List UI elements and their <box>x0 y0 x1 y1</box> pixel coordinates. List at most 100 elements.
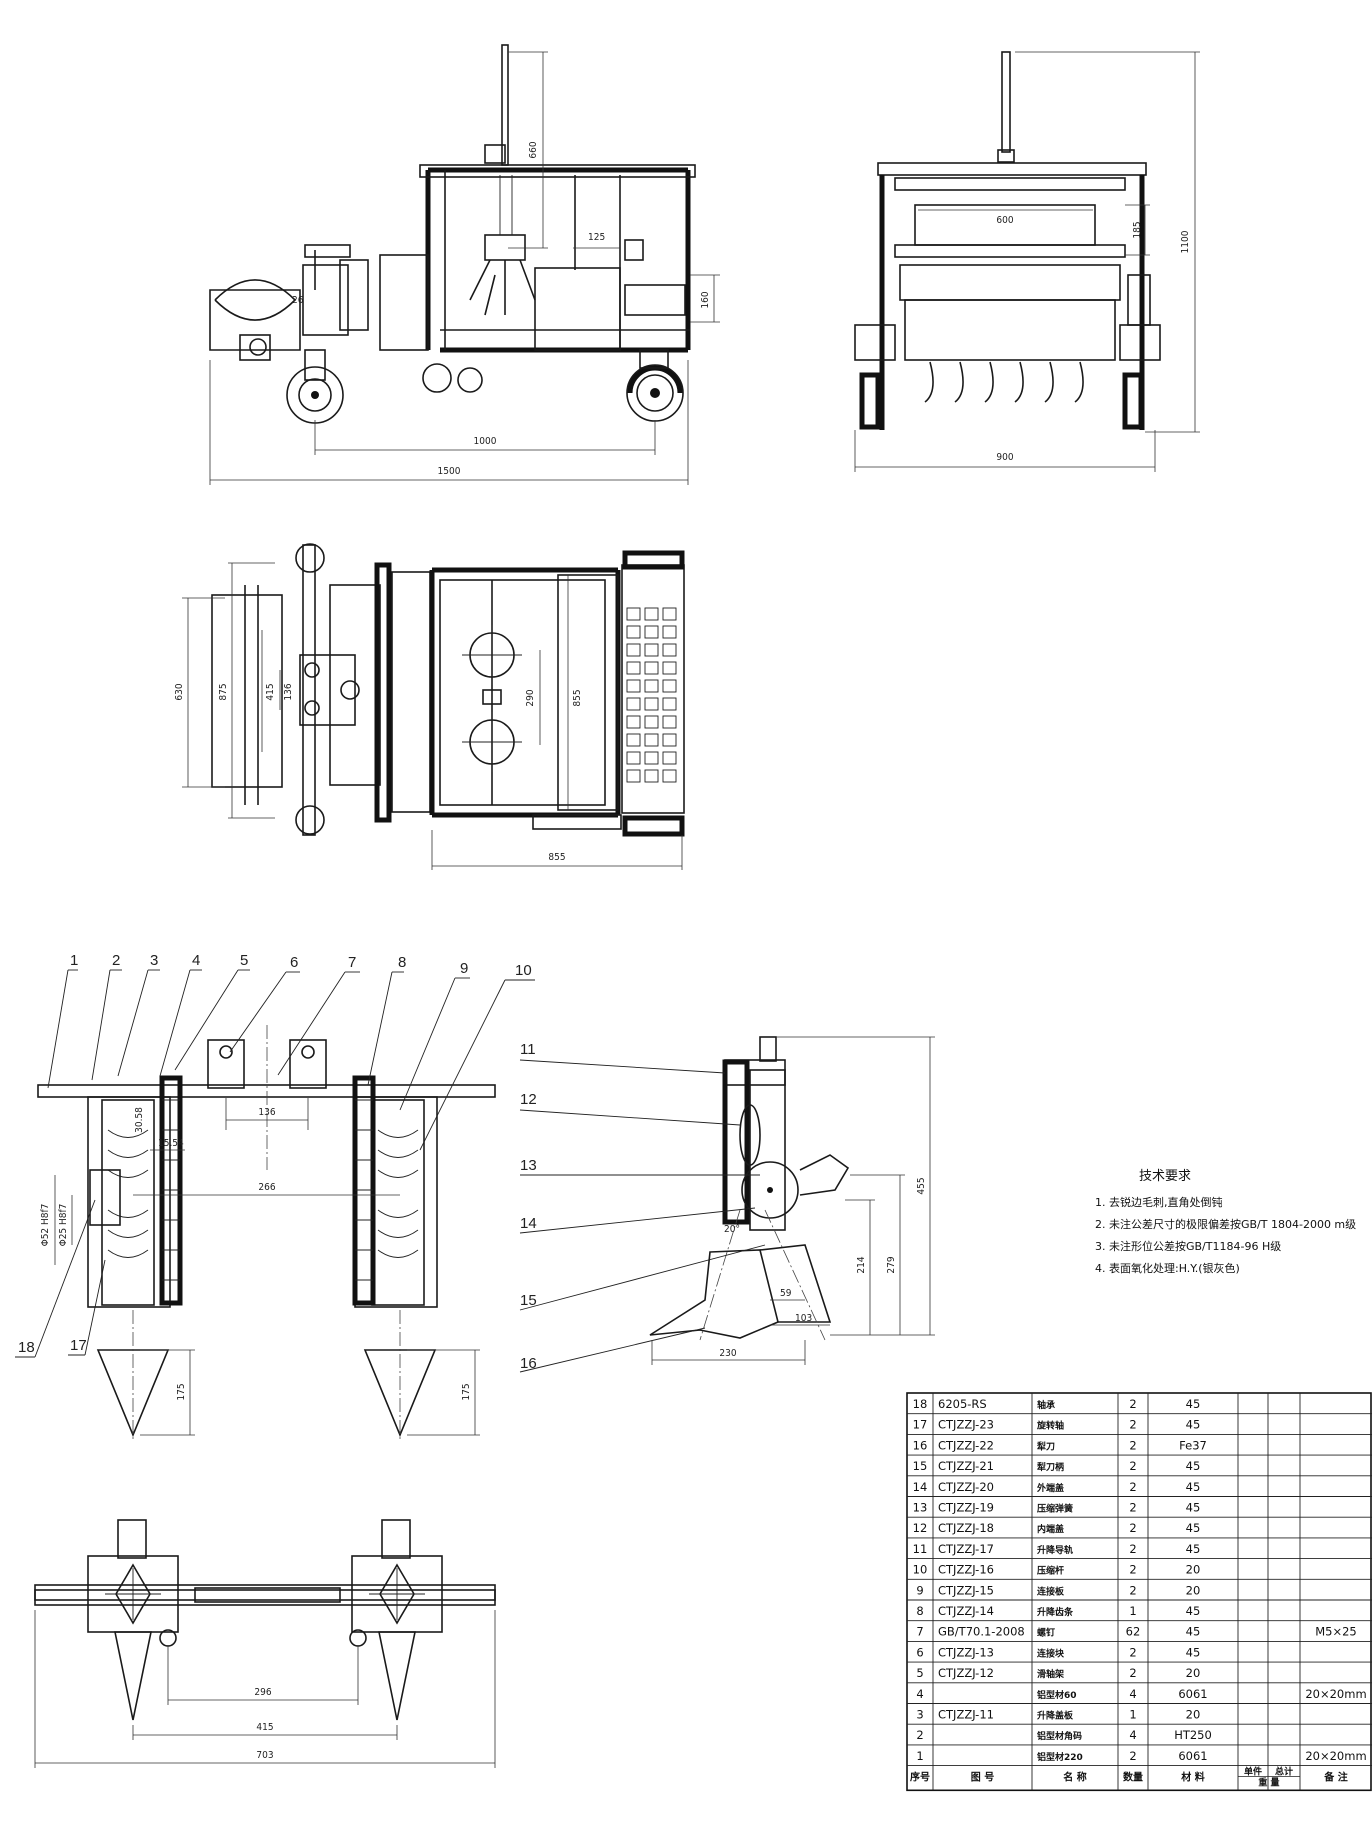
table-cell-code: CTJZZJ-15 <box>938 1583 994 1597</box>
dim-296: 296 <box>254 1687 271 1698</box>
table-cell-qty: 2 <box>1129 1501 1136 1515</box>
dim-136-detail: 136 <box>258 1107 275 1118</box>
dim-660: 660 <box>528 141 539 158</box>
table-cell-note: M5×25 <box>1315 1625 1357 1639</box>
table-cell-material: 45 <box>1186 1645 1201 1659</box>
dim-875: 875 <box>218 683 229 700</box>
table-cell-qty: 2 <box>1129 1397 1136 1411</box>
table-cell-material: 20 <box>1186 1583 1201 1597</box>
leader-6: 6 <box>290 954 298 971</box>
detail-side-view: 11 12 13 14 15 16 20° 455 214 279 59 103 <box>519 1036 935 1373</box>
table-cell-name: 外端盖 <box>1036 1482 1064 1494</box>
leader-12: 12 <box>520 1091 537 1108</box>
dim-phi52: Φ52 H8f7 <box>40 1204 51 1247</box>
detail-side-leaders: 11 12 13 14 15 16 <box>519 1041 766 1373</box>
table-cell-note: 20×20mm <box>1305 1749 1366 1763</box>
leader-10: 10 <box>515 962 532 979</box>
table-header-qty: 数量 <box>1123 1771 1143 1784</box>
requirement-3: 3. 未注形位公差按GB/T1184-96 H级 <box>1095 1239 1281 1253</box>
table-cell-qty: 62 <box>1126 1625 1141 1639</box>
table-cell-no: 2 <box>916 1728 923 1742</box>
parts-table-border <box>906 1392 1372 1792</box>
table-cell-no: 7 <box>916 1625 923 1639</box>
table-cell-qty: 2 <box>1129 1521 1136 1535</box>
table-cell-material: 6061 <box>1178 1749 1207 1763</box>
table-header-name: 名 称 <box>1063 1771 1086 1784</box>
table-cell-material: 45 <box>1186 1625 1201 1639</box>
table-cell-material: 45 <box>1186 1604 1201 1618</box>
leader-16: 16 <box>520 1355 537 1372</box>
table-header-total-weight: 总计 <box>1275 1766 1293 1778</box>
dim-phi25: Φ25 H8f7 <box>58 1204 69 1247</box>
table-cell-qty: 2 <box>1129 1645 1136 1659</box>
top-view-dimensions: 630 875 415 136 290 855 855 <box>174 562 683 870</box>
table-header-material: 材 料 <box>1181 1771 1204 1784</box>
table-cell-code: CTJZZJ-18 <box>938 1521 994 1535</box>
table-cell-no: 10 <box>913 1563 928 1577</box>
leader-11: 11 <box>520 1041 536 1058</box>
table-cell-material: 45 <box>1186 1501 1201 1515</box>
dim-1100: 1100 <box>1180 230 1191 253</box>
dim-1000: 1000 <box>474 436 497 447</box>
table-cell-name: 升降盖板 <box>1037 1710 1074 1722</box>
table-cell-material: Fe37 <box>1179 1438 1207 1452</box>
dim-30-58: 30.58 <box>134 1107 145 1133</box>
leader-3: 3 <box>150 952 158 969</box>
dim-279: 279 <box>886 1256 897 1273</box>
dim-230: 230 <box>719 1348 736 1359</box>
dim-175-left: 175 <box>176 1383 187 1400</box>
dim-703: 703 <box>256 1750 273 1761</box>
table-cell-qty: 2 <box>1129 1666 1136 1680</box>
dim-455: 455 <box>916 1177 927 1194</box>
table-cell-no: 4 <box>916 1687 923 1701</box>
table-cell-code: CTJZZJ-14 <box>938 1604 994 1618</box>
dim-175-right: 175 <box>461 1383 472 1400</box>
detail-top-dimensions: 296 415 703 <box>34 1610 496 1768</box>
leader-13: 13 <box>520 1157 537 1174</box>
dim-125: 125 <box>588 232 605 243</box>
table-header-unit-weight: 单件 <box>1244 1766 1262 1778</box>
table-cell-material: 45 <box>1186 1459 1201 1473</box>
table-cell-no: 1 <box>916 1749 923 1763</box>
detail-side-dimensions: 20° 455 214 279 59 103 230 <box>651 1036 935 1365</box>
leader-5: 5 <box>240 952 248 969</box>
table-cell-no: 5 <box>916 1666 923 1680</box>
dim-26: 26 <box>292 295 304 306</box>
table-cell-material: 20 <box>1186 1666 1201 1680</box>
table-cell-material: HT250 <box>1174 1728 1212 1742</box>
table-cell-material: 45 <box>1186 1521 1201 1535</box>
dim-415: 415 <box>265 683 276 700</box>
dim-290: 290 <box>525 689 536 706</box>
table-cell-material: 45 <box>1186 1480 1201 1494</box>
technical-requirements: 技术要求 1. 去锐边毛刺,直角处倒钝 2. 未注公差尺寸的极限偏差按GB/T … <box>1095 1169 1356 1275</box>
table-cell-name: 螺钉 <box>1037 1627 1055 1639</box>
table-cell-qty: 4 <box>1129 1728 1136 1742</box>
table-header-note: 备 注 <box>1323 1771 1347 1784</box>
table-cell-no: 18 <box>913 1397 928 1411</box>
table-cell-no: 14 <box>913 1480 928 1494</box>
detail-front-leaders: 1 2 3 4 5 6 7 8 9 10 18 17 <box>15 952 535 1358</box>
table-cell-code: CTJZZJ-21 <box>938 1459 994 1473</box>
table-cell-qty: 1 <box>1129 1604 1136 1618</box>
leader-17: 17 <box>70 1337 87 1354</box>
leader-8: 8 <box>398 954 406 971</box>
table-cell-no: 15 <box>913 1459 928 1473</box>
table-header-weight: 重 量 <box>1258 1777 1279 1789</box>
table-cell-qty: 2 <box>1129 1583 1136 1597</box>
table-cell-qty: 2 <box>1129 1563 1136 1577</box>
table-cell-name: 压缩弹簧 <box>1037 1503 1073 1515</box>
table-cell-code: CTJZZJ-22 <box>938 1438 994 1452</box>
leader-7: 7 <box>348 954 356 971</box>
dim-59: 59 <box>780 1288 792 1299</box>
dim-103: 103 <box>795 1313 812 1324</box>
dim-160: 160 <box>700 291 711 308</box>
detail-top-view: 296 415 703 <box>34 1519 496 1768</box>
table-cell-material: 20 <box>1186 1563 1201 1577</box>
table-header-code: 图 号 <box>971 1772 994 1784</box>
leader-14: 14 <box>520 1215 537 1232</box>
table-cell-code: CTJZZJ-12 <box>938 1666 994 1680</box>
leader-15: 15 <box>520 1292 537 1309</box>
table-cell-name: 轴承 <box>1037 1399 1055 1411</box>
dim-136: 136 <box>283 683 294 700</box>
